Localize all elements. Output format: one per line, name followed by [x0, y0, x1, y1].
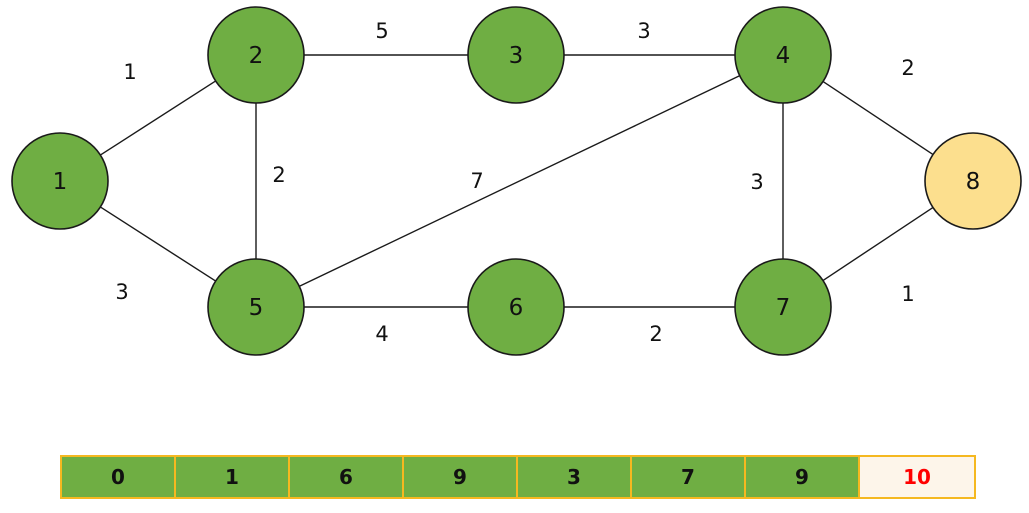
edge-weight-4-7: 3: [750, 170, 763, 194]
graph-edge-5-4: [298, 74, 741, 288]
node-circle-4[interactable]: [734, 6, 832, 104]
edge-weight-5-6: 4: [375, 322, 388, 346]
distance-array-cell-1: 1: [176, 457, 290, 497]
edge-labels-layer: 1 5 3 2 2 3 7 3 4 2 1: [115, 19, 914, 346]
graph-node-1[interactable]: 1: [11, 132, 109, 230]
edge-weight-1-5: 3: [115, 280, 128, 304]
graph-node-5[interactable]: 5: [207, 258, 305, 356]
nodes-layer: 1 2 3 4 5 6 7 8: [11, 6, 1022, 356]
graph-node-2[interactable]: 2: [207, 6, 305, 104]
node-label-5: 5: [249, 295, 264, 321]
edge-weight-5-4: 7: [470, 169, 483, 193]
distance-array-cell-2: 6: [290, 457, 404, 497]
distance-array-cell-3: 9: [404, 457, 518, 497]
node-label-7: 7: [776, 295, 791, 321]
edge-weight-4-8: 2: [901, 56, 914, 80]
distance-array-cell-0: 0: [62, 457, 176, 497]
distance-array-cell-6: 9: [746, 457, 860, 497]
node-label-2: 2: [249, 43, 264, 69]
distance-array-cell-4: 3: [518, 457, 632, 497]
node-circle-1[interactable]: [11, 132, 109, 230]
node-label-6: 6: [509, 295, 524, 321]
graph-edge-1-2: [99, 79, 217, 157]
graph-node-6[interactable]: 6: [467, 258, 565, 356]
node-label-3: 3: [509, 43, 524, 69]
edge-weight-2-5: 2: [272, 163, 285, 187]
node-label-8: 8: [966, 169, 981, 195]
edges-layer: [99, 54, 935, 308]
node-circle-8[interactable]: [924, 132, 1022, 230]
graph-edge-7-8: [821, 206, 935, 282]
edge-weight-1-2: 1: [123, 60, 136, 84]
graph-node-7[interactable]: 7: [734, 258, 832, 356]
graph-edge-4-8: [821, 80, 935, 156]
node-label-4: 4: [776, 43, 791, 69]
graph-node-8[interactable]: 8: [924, 132, 1022, 230]
node-circle-2[interactable]: [207, 6, 305, 104]
node-circle-3[interactable]: [467, 6, 565, 104]
graph-node-3[interactable]: 3: [467, 6, 565, 104]
graph-edge-1-5: [99, 205, 217, 283]
edge-weight-2-3: 5: [375, 19, 388, 43]
edge-weight-3-4: 3: [637, 19, 650, 43]
node-circle-7[interactable]: [734, 258, 832, 356]
edge-weight-7-8: 1: [901, 282, 914, 306]
node-circle-5[interactable]: [207, 258, 305, 356]
node-circle-6[interactable]: [467, 258, 565, 356]
edge-weight-6-7: 2: [649, 322, 662, 346]
graph-node-4[interactable]: 4: [734, 6, 832, 104]
distance-array-cell-5: 7: [632, 457, 746, 497]
distance-array-cell-7: 10: [860, 457, 974, 497]
node-label-1: 1: [53, 169, 68, 195]
graph-diagram: 1 2 3 4 5 6 7 8 1 5 3 2 2 3 7 3 4 2 1: [11, 6, 1022, 356]
